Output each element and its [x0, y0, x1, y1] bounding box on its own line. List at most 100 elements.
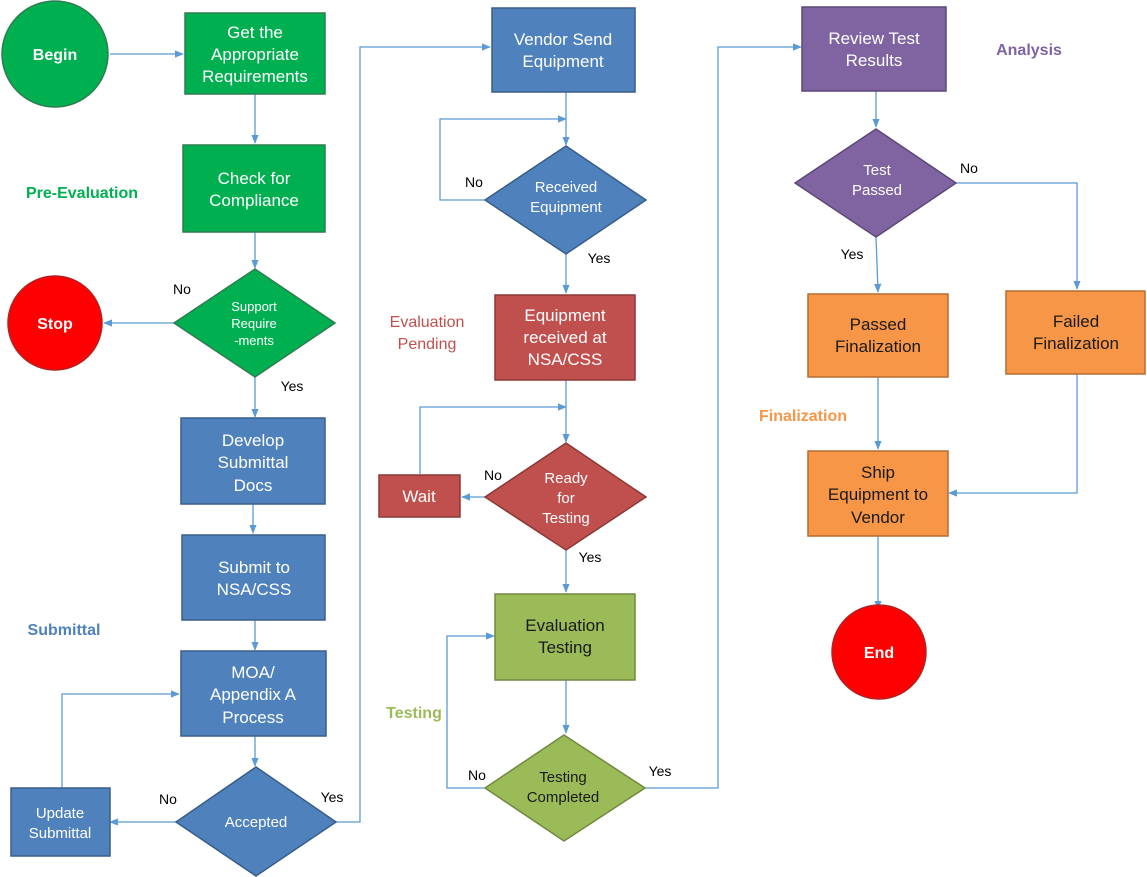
check-compliance-process: Check for Compliance	[182, 144, 326, 233]
edge-label-no: No	[159, 791, 177, 807]
edge-test-no-to-failed	[956, 182, 1081, 290]
edge-label-yes: Yes	[588, 250, 611, 266]
node-label: Passed	[850, 315, 907, 334]
edge-label-no: No	[484, 467, 502, 483]
ship-equipment-process: Ship Equipment to Vendor	[807, 450, 949, 537]
node-label: Submittal	[218, 453, 289, 472]
node-label: for	[557, 490, 575, 507]
edge-label-no: No	[960, 160, 978, 176]
connectors	[61, 43, 1081, 826]
begin-terminal: Begin	[1, 0, 109, 108]
node-label: Finalization	[1033, 334, 1119, 353]
node-label: NSA/CSS	[217, 580, 292, 599]
edge-update-to-moa	[61, 690, 180, 788]
test-passed-decision: Test Passed	[793, 128, 958, 238]
node-label: Get the	[227, 23, 283, 42]
node-label: NSA/CSS	[528, 350, 603, 369]
edge-completed-no-loop	[446, 632, 495, 789]
end-label: End	[864, 645, 894, 662]
node-label: Requirements	[202, 67, 308, 86]
node-label: Received	[535, 179, 598, 196]
stage-analysis: Analysis	[996, 42, 1062, 59]
failed-finalization-process: Failed Finalization	[1005, 290, 1146, 375]
node-label: Vendor Send	[514, 30, 612, 49]
wait-process: Wait	[378, 474, 461, 518]
edge-failed-to-ship	[948, 374, 1078, 497]
node-label: MOA/	[231, 663, 275, 682]
node-label: Testing	[542, 510, 590, 527]
node-label: Update	[36, 805, 84, 822]
stage-finalization: Finalization	[759, 408, 847, 425]
node-label: Results	[846, 51, 903, 70]
end-terminal: End	[831, 604, 927, 700]
node-label: Support	[231, 299, 277, 314]
evaluation-testing-process: Evaluation Testing	[494, 593, 636, 681]
edge-label-yes: Yes	[321, 789, 344, 805]
node-label: Ready	[544, 470, 588, 487]
get-requirements-process: Get the Appropriate Requirements	[184, 12, 326, 95]
edge-test-yes-to-passed	[874, 236, 882, 293]
vendor-send-process: Vendor Send Equipment	[491, 7, 636, 93]
testing-completed-decision: Testing Completed	[483, 734, 647, 842]
node-label: Submittal	[29, 825, 92, 842]
node-label: Ship	[861, 463, 895, 482]
node-label: Vendor	[851, 508, 905, 527]
stop-label: Stop	[37, 316, 73, 333]
edge-label-no: No	[468, 767, 486, 783]
edge-label-yes: Yes	[579, 549, 602, 565]
node-label: Equipment	[522, 52, 604, 71]
node-label: Docs	[234, 476, 273, 495]
node-label: Process	[222, 708, 283, 727]
node-label: Finalization	[835, 337, 921, 356]
review-test-results-process: Review Test Results	[801, 6, 947, 92]
node-label: Equipment	[530, 199, 603, 216]
update-submittal-process: Update Submittal	[10, 787, 111, 857]
node-label: Testing	[538, 638, 592, 657]
edge-labels: No Yes No Yes No Yes No Yes No Yes No Ye…	[159, 160, 978, 807]
node-label: Test	[863, 162, 891, 179]
node-label: -ments	[234, 333, 274, 348]
node-label: Compliance	[209, 191, 299, 210]
edge-label-yes: Yes	[841, 246, 864, 262]
edge-completed-yes-to-review	[645, 43, 802, 789]
stage-submittal: Submittal	[28, 622, 101, 639]
node-label: Completed	[527, 789, 600, 806]
node-label: Submit to	[218, 558, 290, 577]
node-label: Check for	[218, 169, 291, 188]
node-label: Appropriate	[211, 45, 299, 64]
ready-for-testing-decision: Ready for Testing	[483, 442, 648, 551]
accepted-decision: Accepted	[174, 766, 338, 877]
moa-process: MOA/ Appendix A Process	[180, 650, 327, 737]
stage-evaluation-pending-line2: Pending	[398, 336, 457, 353]
node-label: Accepted	[225, 814, 288, 831]
support-requirements-decision: Support Require -ments	[172, 268, 337, 378]
stage-evaluation-pending-line1: Evaluation	[390, 314, 465, 331]
edge-label-no: No	[173, 281, 191, 297]
edge-received-no-loop	[439, 115, 567, 201]
node-label: Equipment to	[828, 485, 928, 504]
node-label: Review Test	[828, 29, 920, 48]
edge-accepted-yes-to-vendor	[335, 43, 491, 823]
submit-nsa-process: Submit to NSA/CSS	[181, 534, 326, 621]
node-label: Passed	[852, 182, 902, 199]
equipment-received-process: Equipment received at NSA/CSS	[494, 294, 636, 381]
stage-labels: Pre-Evaluation Submittal Evaluation Pend…	[26, 42, 1062, 722]
stage-testing: Testing	[386, 705, 442, 722]
edge-label-yes: Yes	[649, 763, 672, 779]
stop-terminal: Stop	[7, 275, 103, 371]
node-label: Testing	[539, 769, 587, 786]
develop-submittal-process: Develop Submittal Docs	[180, 417, 326, 505]
begin-label: Begin	[33, 47, 77, 64]
node-label: Evaluation	[525, 616, 604, 635]
received-equipment-decision: Received Equipment	[483, 145, 648, 255]
node-label: received at	[523, 328, 606, 347]
edge-label-no: No	[465, 174, 483, 190]
node-label: Require	[231, 316, 277, 331]
stage-pre-evaluation: Pre-Evaluation	[26, 185, 138, 202]
node-label: Equipment	[524, 306, 606, 325]
node-label: Wait	[402, 487, 436, 506]
node-label: Develop	[222, 431, 284, 450]
node-label: Failed	[1053, 312, 1099, 331]
